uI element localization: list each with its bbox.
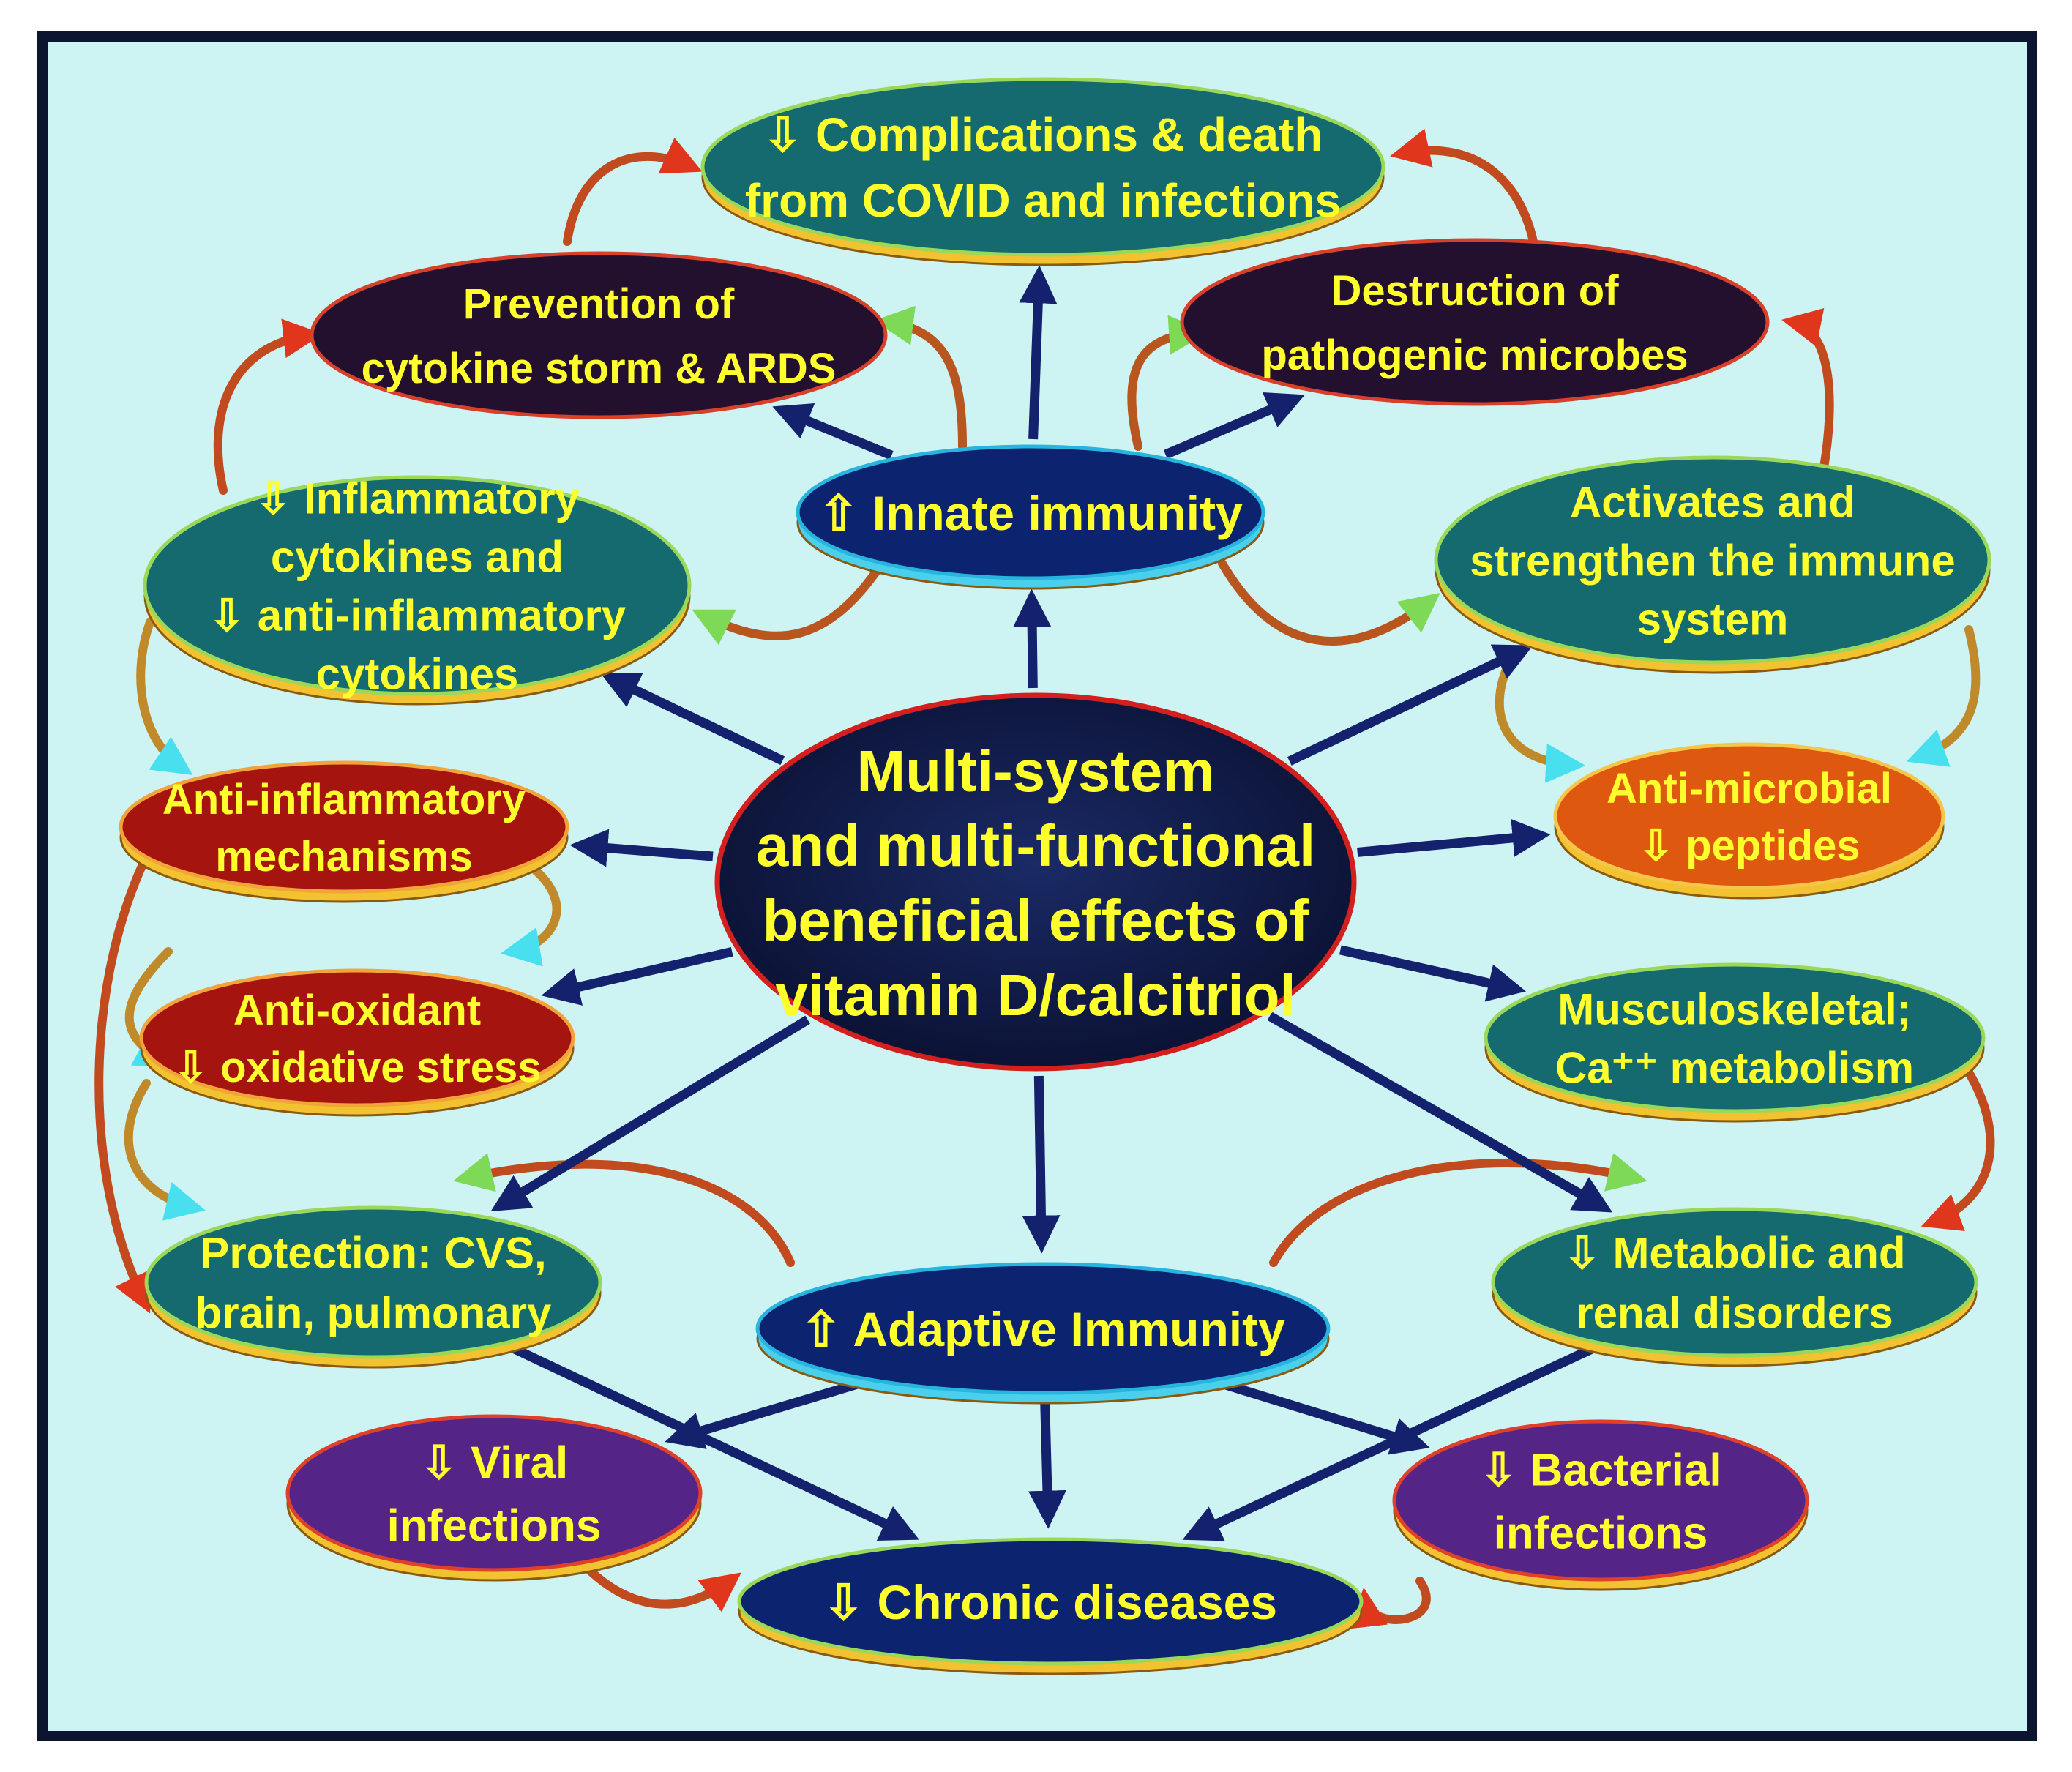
node-label-line: ⇩ anti-inflammatory <box>209 591 627 640</box>
node-label-line: ⇩ oxidative stress <box>173 1044 541 1091</box>
node-inflammatory-cytokines: ⇩ Inflammatory cytokines and ⇩ anti-inflam… <box>143 474 692 706</box>
node-label-line: cytokines and <box>271 533 564 582</box>
node-ellipse <box>714 692 1357 1072</box>
node-ellipse <box>310 251 888 419</box>
arrow-center-to-antimicrobial <box>1357 818 1551 857</box>
node-label-line: ⇩ Complications & death <box>763 108 1323 161</box>
node-label-line: Anti-oxidant <box>233 987 481 1034</box>
node-label-line: system <box>1637 595 1789 644</box>
node-label-line: ⇩ Viral <box>420 1438 568 1488</box>
node-label-line: beneficial effects of <box>763 888 1309 953</box>
arrow-center-to-adaptive <box>1022 1075 1061 1254</box>
node-ellipse <box>285 1414 703 1572</box>
connector-arrows <box>94 128 1995 1629</box>
node-label-line: Activates and <box>1570 478 1855 527</box>
node-chronic: ⇩ Chronic diseases <box>737 1537 1364 1675</box>
node-adaptive: ⇧ Adaptive Immunity <box>755 1262 1331 1405</box>
node-label-line: infections <box>387 1500 602 1551</box>
node-ellipse <box>1434 455 1991 665</box>
node-label-line: cytokine storm & ARDS <box>362 345 837 392</box>
node-label-line: Protection: CVS, <box>200 1229 546 1278</box>
arrow-center-to-activates <box>1287 644 1533 766</box>
node-layer: ⇩ Complications & death from COVID and in… <box>119 77 1991 1675</box>
node-cytokine-storm: Prevention of cytokine storm & ARDS <box>310 251 888 419</box>
node-center: Multi-system and multi-functional benefici… <box>714 692 1357 1072</box>
node-label-line: ⇧ Adaptive Immunity <box>801 1302 1285 1356</box>
arrow-center-to-metabolic <box>1267 1012 1613 1213</box>
node-label-line: ⇩ Metabolic and <box>1564 1229 1906 1278</box>
node-label-line: brain, pulmonary <box>195 1289 552 1338</box>
node-label-line: ⇩ Chronic diseases <box>823 1575 1277 1629</box>
node-activates: Activates and strengthen the immune system <box>1434 455 1991 674</box>
node-label-line: pathogenic microbes <box>1261 332 1688 379</box>
arrow-center-to-antioxidant <box>541 946 733 1006</box>
arrow-center-to-protection <box>490 1015 810 1211</box>
node-protection: Protection: CVS, brain, pulmonary <box>144 1205 602 1369</box>
node-ellipse <box>700 77 1385 257</box>
node-label-line: renal disorders <box>1576 1289 1893 1338</box>
node-label-line: Anti-inflammatory <box>162 776 526 823</box>
node-label-line: mechanisms <box>215 833 472 881</box>
arrow-innate-to-complications <box>1019 265 1058 440</box>
node-label-line: ⇩ peptides <box>1638 822 1860 870</box>
node-ellipse <box>1180 238 1770 406</box>
node-label-line: from COVID and infections <box>745 174 1341 227</box>
arrow-center-to-musculoskeletal <box>1339 945 1527 1002</box>
node-label-line: ⇧ Innate immunity <box>818 486 1243 540</box>
node-label-line: ⇩ Inflammatory <box>255 474 580 523</box>
node-ellipse <box>119 760 569 894</box>
node-ellipse <box>1484 962 1986 1113</box>
node-label-line: ⇩ Bacterial <box>1479 1445 1721 1495</box>
node-ellipse <box>1392 1419 1809 1582</box>
node-musculoskeletal: Musculoskeletal; Ca⁺⁺ metabolism <box>1484 962 1986 1123</box>
node-complications: ⇩ Complications & death from COVID and in… <box>700 77 1385 266</box>
arrow-adaptive-to-chronic <box>1028 1399 1066 1529</box>
node-ellipse <box>1553 742 1945 890</box>
node-label-line: vitamin D/calcitriol <box>775 962 1295 1028</box>
arrow-adaptive-to-viral <box>665 1377 866 1449</box>
node-label-line: Multi-system <box>857 739 1215 804</box>
node-ellipse <box>737 1537 1364 1666</box>
node-label-line: cytokines <box>316 650 519 699</box>
arrow-adaptive-to-bacterial <box>1216 1377 1430 1455</box>
node-label-line: Prevention of <box>463 280 735 328</box>
node-antioxidant: Anti-oxidant ⇩ oxidative stress <box>139 968 575 1117</box>
edge-layer <box>490 265 1613 1541</box>
node-viral: ⇩ Viral infections <box>285 1414 703 1582</box>
arrow-center-to-innate <box>1013 588 1052 689</box>
arrow-metabolic-to-chronic <box>1182 1342 1598 1541</box>
arrow-innate-to-destruction <box>1163 392 1305 459</box>
node-label-line: Anti-microbial <box>1607 765 1892 812</box>
node-bacterial: ⇩ Bacterial infections <box>1392 1419 1809 1591</box>
node-label-line: strengthen the immune <box>1470 537 1955 586</box>
node-ellipse <box>143 475 692 696</box>
node-label-line: infections <box>1494 1508 1708 1558</box>
node-ellipse <box>796 444 1265 580</box>
arrow-protection-to-chronic <box>507 1342 919 1541</box>
node-ellipse <box>1491 1207 1978 1358</box>
node-label-line: Destruction of <box>1331 267 1619 315</box>
node-antimicrobial: Anti-microbial ⇩ peptides <box>1553 742 1945 900</box>
node-ellipse <box>139 968 575 1107</box>
arrow-center-to-anti_inflammatory <box>569 829 714 867</box>
node-innate: ⇧ Innate immunity <box>796 444 1265 590</box>
node-label-line: and multi-functional <box>756 813 1315 878</box>
node-ellipse <box>755 1262 1331 1395</box>
arrow-center-to-inflammatory_cytokines <box>600 673 785 766</box>
node-ellipse <box>144 1205 602 1359</box>
node-anti-inflammatory: Anti-inflammatory mechanisms <box>119 760 569 903</box>
node-destruction: Destruction of pathogenic microbes <box>1180 238 1770 406</box>
node-label-line: Musculoskeletal; <box>1557 985 1912 1034</box>
arrow-innate-to-cytokine_storm <box>772 403 894 460</box>
node-label-line: Ca⁺⁺ metabolism <box>1555 1044 1914 1093</box>
node-metabolic: ⇩ Metabolic and renal disorders <box>1491 1207 1978 1367</box>
